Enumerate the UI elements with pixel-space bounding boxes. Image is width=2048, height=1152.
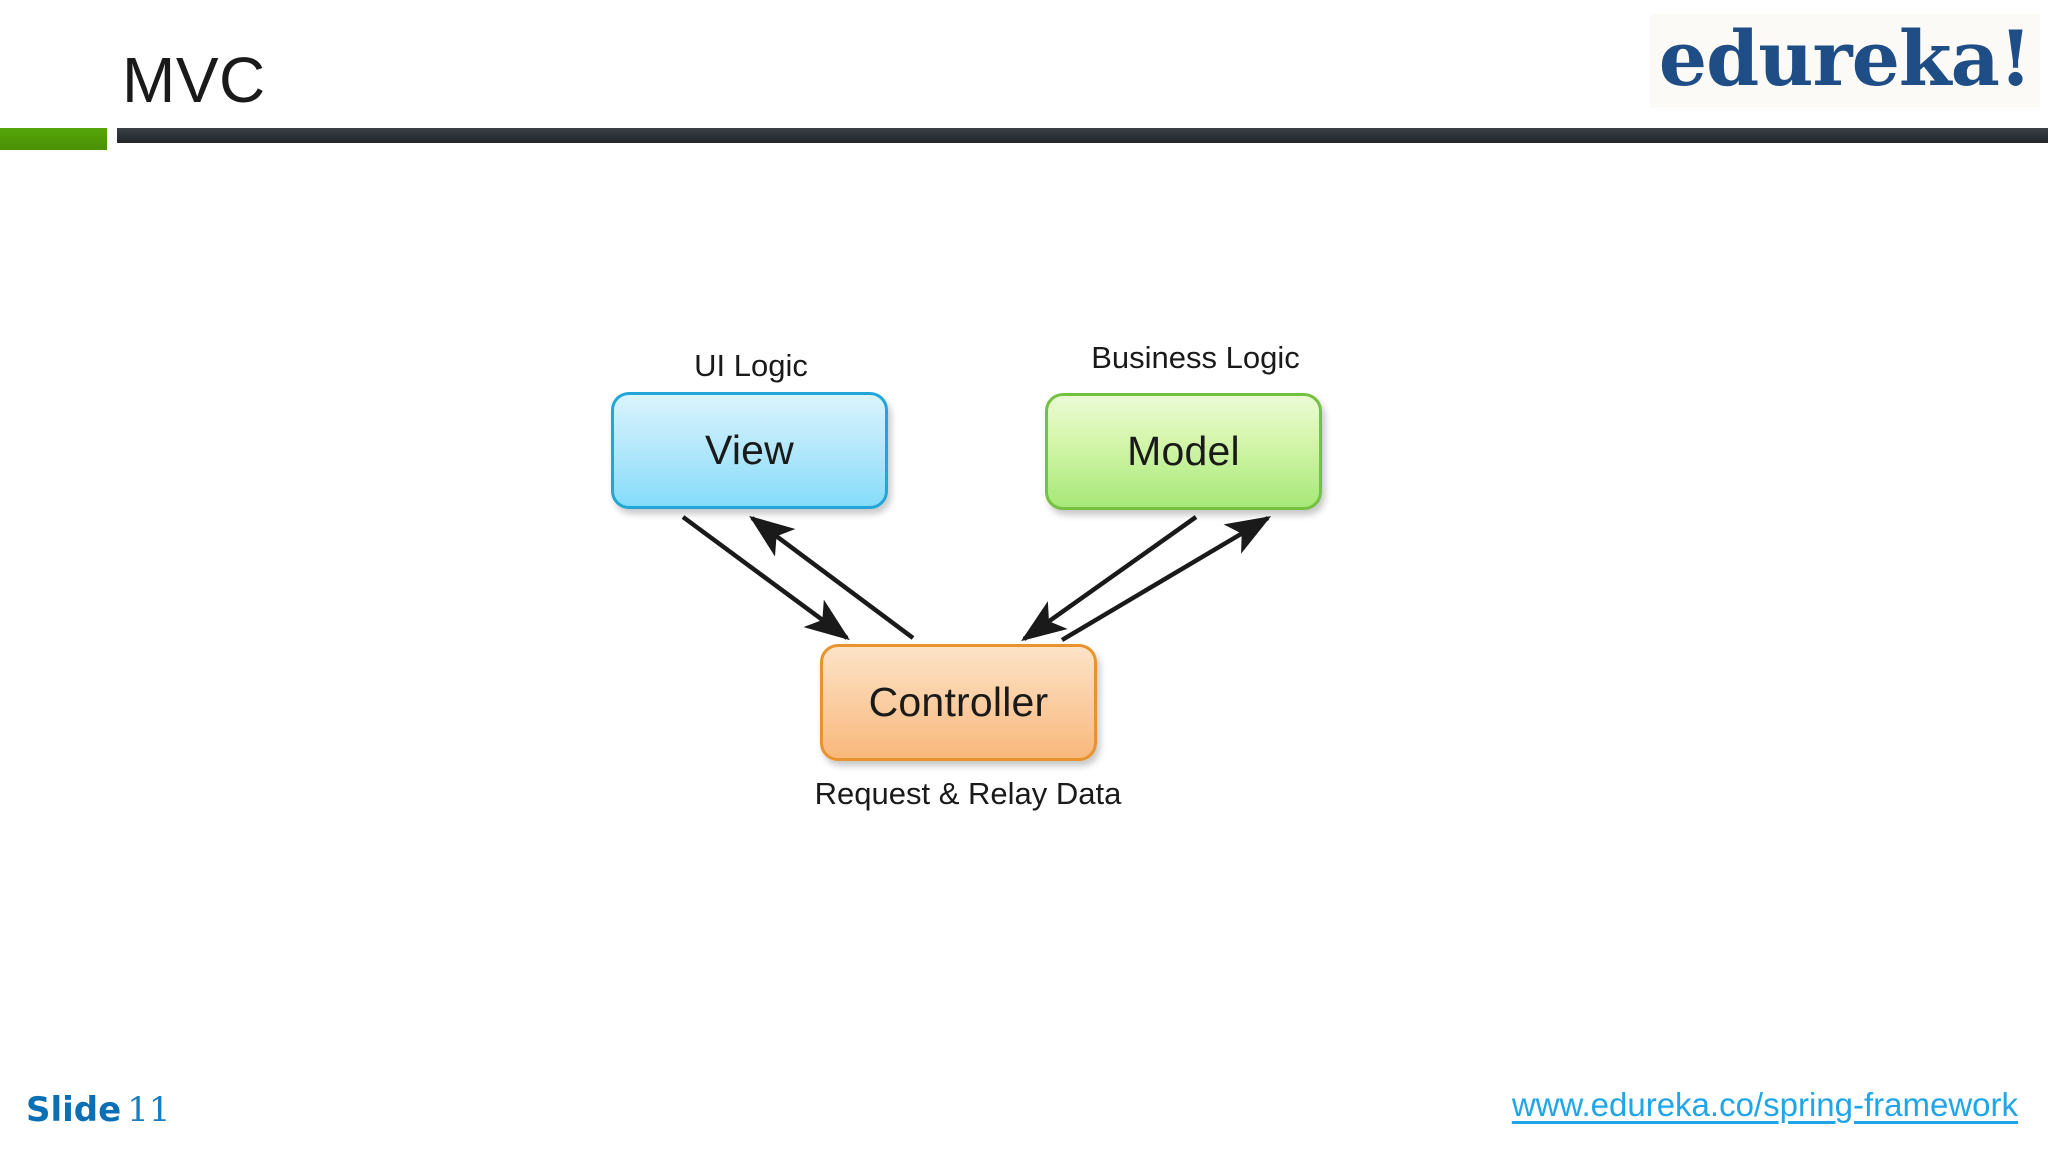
footer-url-link[interactable]: www.edureka.co/spring-framework xyxy=(1511,1086,2018,1123)
node-view-label: View xyxy=(705,427,794,473)
slide-counter-word: Slide xyxy=(26,1090,122,1130)
edge-controller-to-model xyxy=(1060,516,1272,642)
caption-business-logic: Business Logic xyxy=(1091,340,1300,375)
caption-ui-logic: UI Logic xyxy=(694,348,808,383)
header-rule-dark xyxy=(117,128,2048,143)
page-title: MVC xyxy=(122,44,266,116)
node-view[interactable]: View xyxy=(611,392,888,509)
node-controller-label: Controller xyxy=(868,679,1049,725)
caption-request-relay-data: Request & Relay Data xyxy=(814,776,1122,811)
node-model-label: Model xyxy=(1127,428,1240,474)
edureka-logo-text: edureka! xyxy=(1658,14,2032,103)
edge-view-to-controller xyxy=(681,515,850,641)
edge-model-to-controller xyxy=(1021,515,1198,642)
slide-counter-number: 11 xyxy=(127,1090,171,1130)
header-accent-bar-green xyxy=(0,128,107,150)
edureka-logo: edureka! xyxy=(1650,14,2040,108)
edge-controller-to-view xyxy=(749,515,915,640)
node-model[interactable]: Model xyxy=(1045,393,1322,510)
node-controller[interactable]: Controller xyxy=(820,644,1097,761)
